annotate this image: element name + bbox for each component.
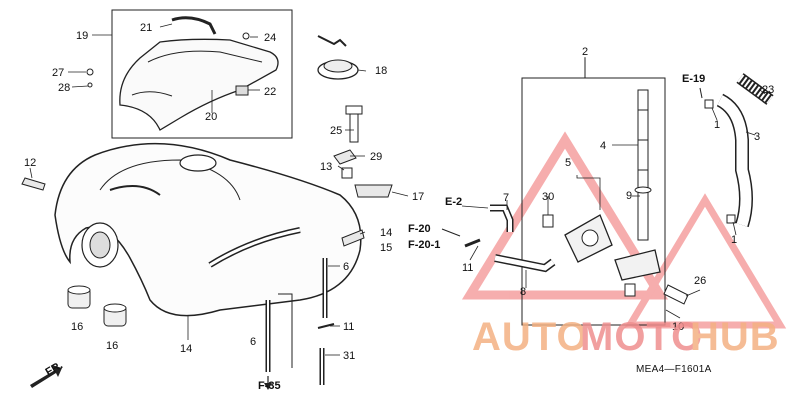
tank-cover-frame	[111, 9, 293, 139]
tank-cover-group	[86, 9, 293, 139]
callout-23: 23	[762, 84, 774, 96]
callout-2: 2	[582, 46, 588, 58]
callout-15: 15	[380, 242, 392, 254]
ref-f20-1: F-20-1	[408, 239, 440, 251]
tubes	[264, 258, 335, 390]
callout-18: 18	[375, 65, 387, 77]
watermark-hub: HUB	[690, 315, 780, 359]
watermark-text: AUTO MOTO HUB	[472, 315, 780, 359]
tank-cover-outline	[99, 159, 241, 201]
ref-f35: F-35	[258, 380, 281, 392]
callout-20: 20	[205, 111, 217, 123]
callouts: 19 21 24 22 27 28 20 18 25 29 13 17 14 1…	[24, 22, 774, 362]
fuel-tank-group	[21, 105, 393, 317]
clip-1b	[726, 214, 736, 224]
callout-26: 26	[694, 275, 706, 287]
callout-7: 7	[503, 192, 509, 204]
spring-23	[736, 73, 774, 105]
fuel-cap-top	[323, 59, 353, 73]
watermark-triangle-1	[461, 131, 669, 300]
screw-30	[542, 214, 554, 228]
watermark-logo	[461, 131, 787, 329]
fuel-strainer-4	[637, 89, 649, 241]
ref-e2: E-2	[445, 196, 462, 208]
drain-screw-26	[663, 284, 689, 305]
cover-bracket	[171, 16, 217, 35]
callout-11-upper: 11	[462, 262, 473, 274]
o-ring-9	[634, 186, 652, 194]
tank-mount-rubber-17	[354, 184, 393, 198]
callout-28: 28	[58, 82, 70, 94]
callout-6-upper: 6	[343, 261, 349, 273]
callout-30: 30	[542, 191, 554, 203]
callout-25: 25	[330, 125, 342, 137]
ref-f20: F-20	[408, 223, 431, 235]
callout-4: 4	[600, 140, 606, 152]
callout-31: 31	[343, 350, 355, 362]
callout-9: 9	[626, 190, 632, 202]
front-arrow-icon	[30, 365, 62, 388]
fuel-cap-group	[317, 35, 359, 80]
callout-21: 21	[140, 22, 152, 34]
tank-washer-29	[333, 149, 357, 165]
filler-neck	[179, 154, 217, 172]
callout-16-a: 16	[71, 321, 83, 333]
callout-5: 5	[565, 157, 571, 169]
tank-collar-13	[341, 167, 353, 179]
clip-11	[317, 323, 335, 329]
watermark-auto: AUTO	[472, 315, 589, 359]
callout-13: 13	[320, 161, 332, 173]
cap-parts	[67, 285, 127, 327]
tank-emblem-upper	[109, 185, 161, 196]
callout-3: 3	[754, 131, 760, 143]
callout-11-lower: 11	[343, 321, 354, 333]
callout-6-lower: 6	[250, 336, 256, 348]
callout-16-b: 16	[106, 340, 118, 352]
clip-11b	[464, 238, 481, 248]
tank-cushion-15	[341, 229, 365, 247]
front-direction-indicator: FR.	[30, 359, 65, 388]
callout-14-upper: 14	[380, 227, 392, 239]
valve-group-frame	[521, 77, 666, 326]
callout-24: 24	[264, 32, 276, 44]
tank-cover-panel	[119, 38, 279, 131]
front-label: FR.	[44, 359, 65, 378]
tank-bolt-25	[349, 111, 359, 143]
tank-cover-ridge	[147, 50, 263, 63]
callout-22: 22	[264, 86, 276, 98]
callout-19: 19	[76, 30, 88, 42]
cover-bolt	[86, 68, 94, 76]
callout-8: 8	[520, 286, 526, 298]
callout-1-lower: 1	[731, 234, 737, 246]
leader-lines	[29, 23, 766, 356]
cover-washer	[87, 82, 93, 88]
fuel-hoses	[464, 73, 774, 273]
cover-grommet	[235, 85, 249, 96]
callout-12: 12	[24, 157, 36, 169]
fuel-cap-key	[317, 35, 347, 47]
callout-27: 27	[52, 67, 64, 79]
clip-1a	[704, 99, 714, 109]
callout-1-upper: 1	[714, 119, 720, 131]
reference-labels: E-19 E-2 F-20 F-20-1 F-35	[258, 73, 705, 392]
diagram-code: MEA4—F1601A	[636, 364, 712, 375]
callout-17: 17	[412, 191, 424, 203]
fuel-valve	[614, 249, 661, 281]
tank-cover-emblem	[131, 91, 173, 97]
callout-10: 10	[672, 321, 684, 333]
callout-14-lower: 14	[180, 343, 192, 355]
callout-29: 29	[370, 151, 382, 163]
ref-e19: E-19	[682, 73, 705, 85]
cover-clip	[242, 32, 250, 40]
tank-rubber-12	[21, 177, 46, 191]
watermark-triangle-2	[623, 193, 787, 329]
watermark-moto: MOTO	[580, 315, 703, 359]
